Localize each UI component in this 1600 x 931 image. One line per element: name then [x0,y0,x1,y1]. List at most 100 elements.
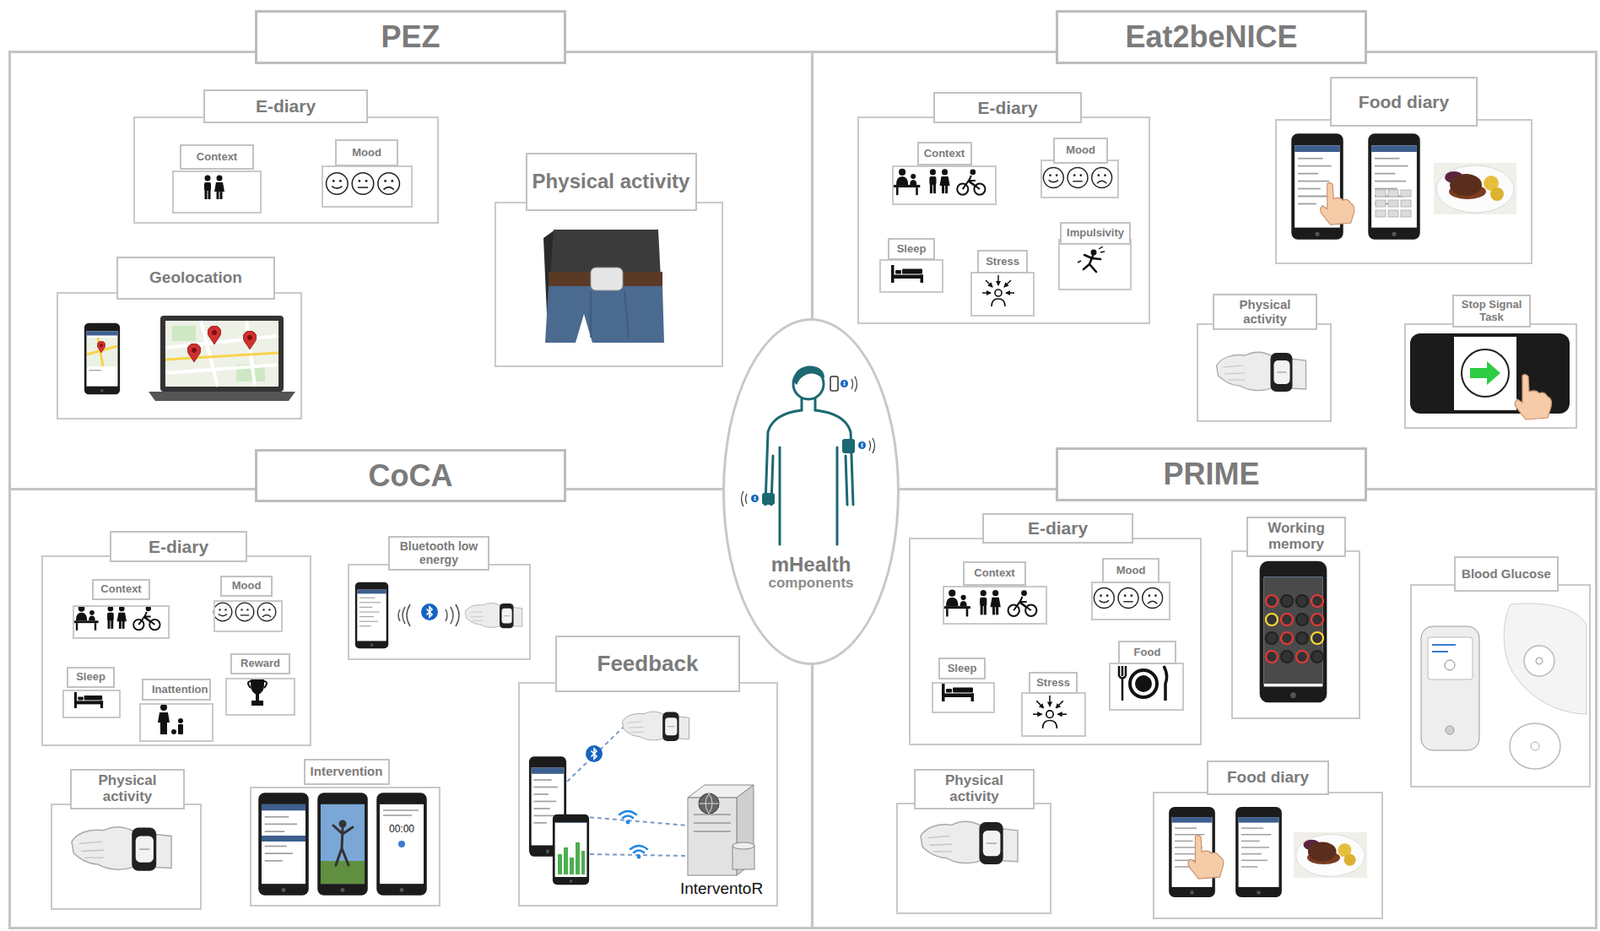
title-tab: CoCA [254,448,567,503]
timer-text: 00:00 [389,822,415,835]
tab-text: Food diary [1227,768,1309,787]
tab-text: E-diary [148,536,209,557]
tab-text: Feedback [597,651,699,676]
title-tab: Mood [1053,137,1109,164]
tab-text: Eat2beNICE [1124,20,1298,55]
tab-text: Sleep [75,670,106,683]
component-box: E-diaryContextMood [133,116,439,224]
tab-text: PRIME [1162,457,1260,492]
title-tab: Food [1118,640,1177,665]
tab-text: Mood [1065,144,1096,157]
measure-box: Sleep [62,689,121,719]
component-box: E-diaryContextMoodSleepStressImpulsivity [857,116,1151,325]
tab-text: Working memory [1253,520,1340,552]
title-tab: E-diary [982,513,1134,544]
tab-text: Impulsivity [1066,227,1125,239]
title-tab: Stress [1028,671,1078,694]
measure-box: Inattention [139,702,214,742]
title-tab: Geolocation [116,256,276,300]
measure-box: Context [942,585,1048,625]
tab-text: Bluetooth low energy [394,540,483,567]
title-tab: Sleep [938,657,986,680]
tab-text: Context [196,151,238,163]
title-tab: Mood [1102,557,1160,584]
tab-text: Blood Glucose [1461,567,1552,582]
measure-box: Food [1108,662,1184,711]
tab-text: Mood [232,579,262,592]
title-tab: Sleep [66,666,115,688]
measure-box: Stress [970,271,1035,317]
measure-box: Context [891,165,997,206]
hub-oval: mHealthcomponents [722,318,900,665]
component-box: Physical activity [896,802,1052,914]
title-tab: Eat2beNICE [1055,10,1368,65]
tab-text: Sleep [947,662,978,675]
tab-text: E-diary [977,97,1038,118]
tab-text: Context [973,567,1015,579]
title-tab: PRIME [1055,447,1368,502]
title-tab: Inattention [141,678,211,701]
measure-box: Impulsivity [1058,238,1132,291]
feedback-illustration [529,711,755,885]
title-tab: Working memory [1246,516,1346,557]
measure-box: Context [172,170,262,214]
title-tab: Context [91,578,151,600]
study-panel: CoCAE-diaryContextMoodSleepInattentionRe… [8,487,814,930]
measure-box: Mood [1091,581,1171,621]
measure-box: Sleep [931,681,995,714]
component-box: E-diaryContextMoodSleepStressFood [908,537,1202,746]
title-tab: Context [962,561,1027,586]
tab-text: Food [1134,646,1162,659]
measure-box: Mood [1040,159,1119,199]
measure-box: Stress [1021,691,1087,737]
component-box: Geolocation [56,291,303,420]
component-box: Feedback [518,681,779,907]
component-box: Food diary [1152,791,1384,919]
tab-text: Context [100,583,141,595]
tab-text: Geolocation [149,269,243,287]
title-tab: E-diary [933,91,1082,124]
title-tab: Food diary [1329,76,1478,127]
title-tab: Feedback [555,635,741,692]
title-tab: Physical activity [1212,293,1318,330]
measure-box: Mood [321,165,413,208]
study-panel: Eat2beNICEE-diaryContextMoodSleepStressI… [810,50,1598,491]
title-tab: Impulsivity [1059,221,1131,245]
tab-text: Mood [351,146,382,159]
title-tab: Blood Glucose [1454,556,1559,592]
title-tab: Stop Signal Task [1452,294,1531,328]
tab-text: CoCA [368,459,454,493]
title-tab: Context [179,144,255,170]
component-box: Physical activity [1196,323,1332,422]
measure-box: Sleep [879,259,944,293]
tab-text: Mood [1116,564,1146,577]
tab-text: Reward [240,657,281,670]
tab-text: Intervention [310,764,384,779]
title-tab: Sleep [887,237,936,260]
tab-text: E-diary [255,96,316,116]
component-box: Physical activity [494,201,724,368]
component-box: Blood Glucose [1410,583,1591,788]
title-tab: Context [917,141,973,166]
title-tab: Physical activity [913,768,1035,810]
server-name: InterventoR [680,879,763,898]
tab-text: Food diary [1358,91,1449,112]
tab-text: E-diary [1027,518,1088,538]
tab-text: Physical activity [1219,297,1311,326]
title-tab: Food diary [1206,760,1330,795]
prime-icons [920,561,1587,898]
measure-box: Reward [225,677,296,716]
title-tab: Reward [230,653,291,675]
title-tab: Bluetooth low energy [388,535,490,571]
hub-label: mHealthcomponents [724,553,898,592]
component-box: Intervention [249,786,441,907]
study-panel: PRIMEE-diaryContextMoodSleepStressFoodWo… [810,487,1598,930]
measure-box: Mood [213,600,283,633]
tab-text: PEZ [380,20,440,55]
tab-text: Stress [1036,676,1071,689]
hub-title: mHealth [724,553,898,576]
tab-text: Sleep [897,243,927,255]
title-tab: E-diary [109,530,248,563]
component-box: Food diary [1275,118,1533,265]
